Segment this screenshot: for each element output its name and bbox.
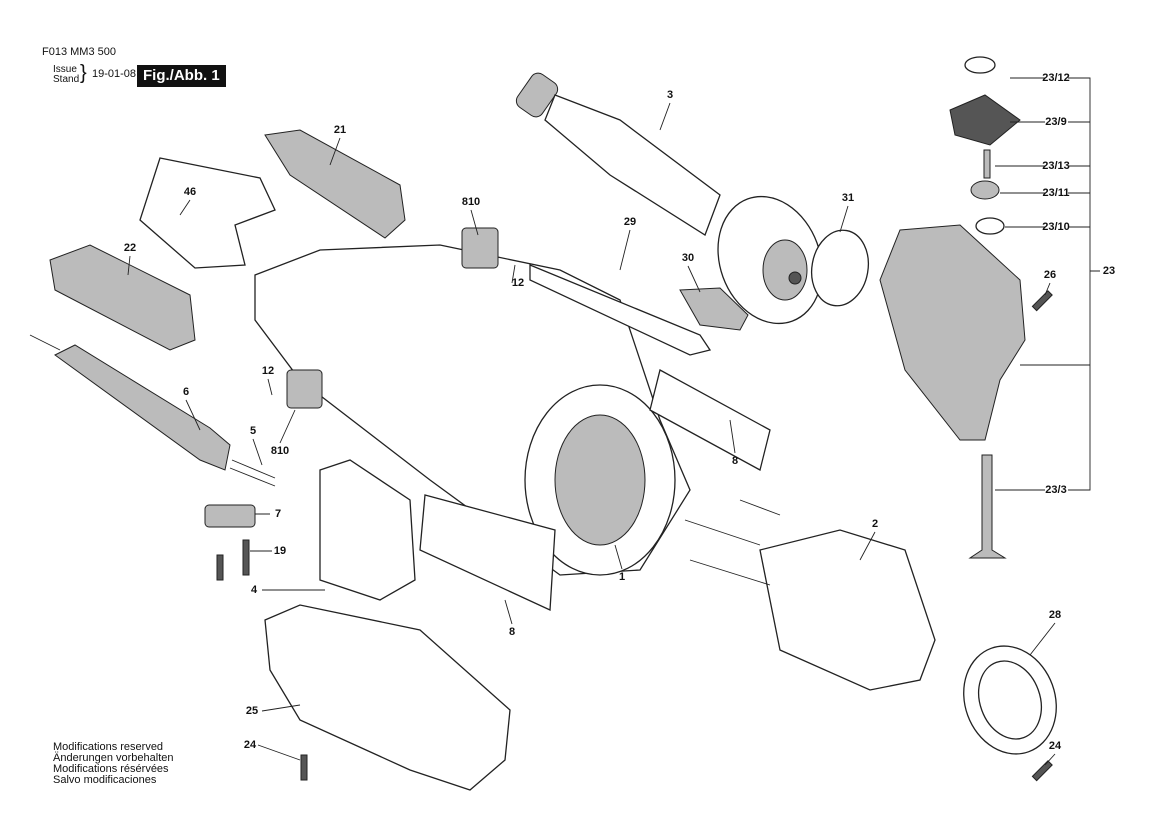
- part-number: 23/9: [1045, 116, 1067, 128]
- part-brush-holder-810b: [286, 369, 323, 409]
- part-number: 6: [182, 386, 190, 398]
- footer-note: Salvo modificaciones: [53, 774, 157, 786]
- part-number: 21: [333, 124, 347, 136]
- screws: [216, 290, 1053, 782]
- issue-date: 19-01-08: [92, 68, 137, 80]
- part-number: 24: [1048, 740, 1062, 752]
- part-number: 23/13: [1042, 160, 1070, 172]
- part-number: 46: [183, 186, 197, 198]
- part-nut-23-11: [970, 180, 1000, 200]
- part-number: 22: [123, 242, 137, 254]
- part-number: 8: [508, 626, 516, 638]
- leader-lines: [127, 77, 1100, 766]
- part-number: 3: [666, 89, 674, 101]
- part-number: 23/10: [1042, 221, 1070, 233]
- part-screw-23-13: [983, 149, 991, 179]
- part-cord-6: [54, 344, 231, 471]
- part-number: 5: [249, 425, 257, 437]
- part-number: 19: [273, 545, 287, 557]
- part-number: 12: [261, 365, 275, 377]
- figure-label: Fig./Abb. 1: [137, 65, 226, 87]
- part-number: 29: [623, 216, 637, 228]
- part-button-30: [679, 287, 749, 331]
- assembly-number: 23: [1102, 265, 1116, 277]
- part-number: 28: [1048, 609, 1062, 621]
- footer-note: Modifications résérvées: [53, 763, 169, 775]
- stand-label: Stand: [53, 74, 80, 85]
- part-spindle-23-3: [968, 454, 1007, 559]
- part-cap-23-12: [964, 56, 996, 74]
- part-number: 12: [511, 277, 525, 289]
- part-switch-4: [319, 459, 416, 601]
- part-label-8b: [419, 494, 556, 611]
- part-number: 810: [270, 445, 290, 457]
- footer-note: Änderungen vorbehalten: [53, 752, 174, 764]
- part-gearhead-23: [879, 224, 1026, 441]
- issue-label: Issue: [53, 64, 77, 75]
- part-grip-21: [264, 129, 406, 239]
- part-field-2: [759, 529, 936, 691]
- part-number: 23/12: [1042, 72, 1070, 84]
- part-number: 810: [461, 196, 481, 208]
- footer-note: Modifications reserved: [53, 741, 164, 753]
- part-bracket-29: [529, 264, 712, 356]
- part-knob-23-9: [949, 94, 1021, 146]
- part-number: 7: [274, 508, 282, 520]
- part-washer-23-10: [975, 217, 1005, 235]
- part-label-8a: [649, 369, 771, 471]
- part-number: 8: [731, 455, 739, 467]
- part-armature: [515, 72, 823, 325]
- part-cover-25: [264, 604, 511, 791]
- part-number: 30: [681, 252, 695, 264]
- part-number: 26: [1043, 269, 1057, 281]
- part-number: 23/11: [1042, 187, 1070, 199]
- brace: }: [80, 62, 87, 84]
- part-brush-holder-810a: [461, 227, 499, 269]
- part-insert-46: [139, 157, 276, 269]
- part-number: 24: [243, 739, 257, 751]
- part-number: 2: [871, 518, 879, 530]
- part-number: 23/3: [1045, 484, 1067, 496]
- part-ring-31: [810, 229, 870, 307]
- part-grip-22: [49, 244, 196, 351]
- part-number: 1: [618, 571, 626, 583]
- part-number: 31: [841, 192, 855, 204]
- part-number: 25: [245, 705, 259, 717]
- doc-number: F013 MM3 500: [42, 46, 116, 58]
- part-clamp-7: [204, 504, 256, 528]
- part-number: 4: [250, 584, 258, 596]
